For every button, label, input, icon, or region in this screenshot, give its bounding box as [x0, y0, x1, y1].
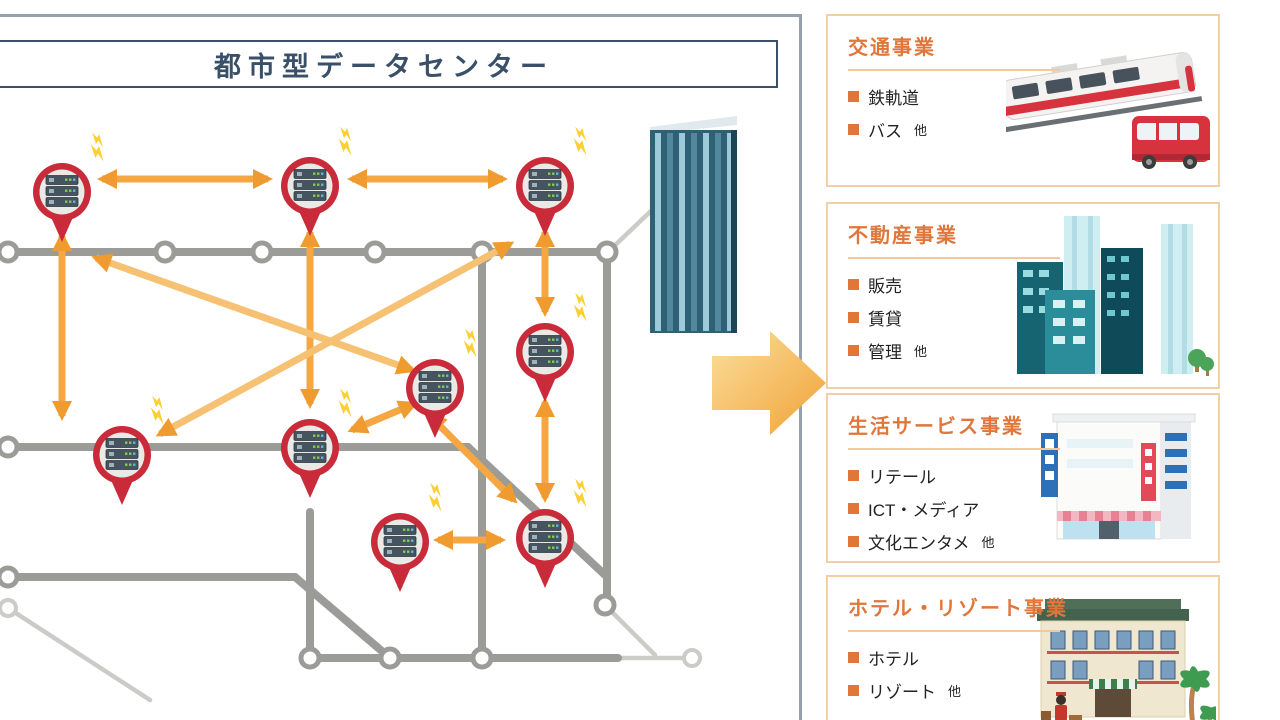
bullet-icon [848, 536, 859, 547]
link-arrows [52, 169, 555, 550]
skyscraper-icon [650, 116, 737, 333]
flow-arrow-icon [712, 331, 826, 435]
title-underline [848, 448, 1060, 450]
card-list: 販売 賃貸 管理 他 [848, 272, 1218, 363]
list-item: 賃貸 [848, 305, 1218, 330]
datacenter-server-pin [33, 163, 91, 242]
item-label: ホテル [868, 650, 919, 669]
item-note: 他 [914, 123, 928, 138]
list-item: リゾート 他 [848, 678, 1218, 703]
datacenter-pins [33, 157, 574, 592]
train-bus-illustration [1006, 52, 1210, 169]
title-underline [848, 257, 1060, 259]
card-hotel: ホテル・リゾート事業 ホテル リゾート 他 [826, 575, 1220, 720]
item-label: 販売 [868, 277, 902, 296]
bullet-icon [848, 312, 859, 323]
list-item: 鉄軌道 [848, 84, 1218, 109]
card-title: 不動産事業 [848, 225, 958, 247]
item-label: 鉄軌道 [868, 89, 919, 108]
panel-title-box: 都市型データセンター [0, 40, 778, 88]
item-label: 賃貸 [868, 310, 902, 329]
card-title: 生活サービス事業 [848, 416, 1024, 438]
list-item: 文化エンタメ 他 [848, 529, 1218, 554]
card-lifeservice: 生活サービス事業 リテール ICT・メディア 文化エンタメ 他 [826, 393, 1220, 563]
list-item: ICT・メディア [848, 496, 1218, 521]
bus-icon [1132, 116, 1210, 169]
title-underline [848, 69, 1060, 71]
bullet-icon [848, 685, 859, 696]
card-transport: 交通事業 鉄軌道 バス 他 [826, 14, 1220, 187]
bullet-icon [848, 279, 859, 290]
datacenter-server-pin [516, 157, 574, 236]
list-item: ホテル [848, 645, 1218, 670]
list-item: 販売 [848, 272, 1218, 297]
item-note: 他 [948, 684, 962, 699]
datacenter-server-pin [516, 509, 574, 588]
card-list: ホテル リゾート 他 [848, 645, 1218, 703]
card-list: リテール ICT・メディア 文化エンタメ 他 [848, 463, 1218, 554]
rail-lines-light [5, 147, 703, 703]
datacenter-server-pin [281, 157, 339, 236]
panel-title: 都市型データセンター [214, 51, 554, 82]
buildings-illustration [1017, 216, 1214, 376]
bullet-icon [848, 652, 859, 663]
bullet-icon [848, 124, 859, 135]
card-list: 鉄軌道 バス 他 [848, 84, 1218, 142]
item-label: リテール [868, 468, 936, 487]
datacenter-server-pin [516, 323, 574, 402]
bullet-icon [848, 503, 859, 514]
datacenter-server-pin [281, 419, 339, 498]
list-item: リテール [848, 463, 1218, 488]
item-label: 文化エンタメ [868, 534, 970, 553]
bullet-icon [848, 470, 859, 481]
datacenter-server-pin [93, 426, 151, 505]
palm-tree-icon [1180, 666, 1216, 720]
item-label: 管理 [868, 343, 902, 362]
title-underline [848, 630, 1060, 632]
card-title: 交通事業 [848, 37, 936, 59]
item-note: 他 [981, 535, 995, 550]
item-label: バス [868, 122, 902, 141]
hotel-resort-illustration [1037, 599, 1216, 720]
bellhop-icon [1041, 692, 1082, 720]
item-label: ICT・メディア [868, 501, 980, 520]
card-realestate: 不動産事業 販売 賃貸 管理 他 [826, 202, 1220, 389]
item-label: リゾート [868, 683, 936, 702]
list-item: バス 他 [848, 117, 1218, 142]
bullet-icon [848, 345, 859, 356]
datacenter-server-pin [406, 359, 464, 438]
card-title: ホテル・リゾート事業 [848, 598, 1068, 620]
bullet-icon [848, 91, 859, 102]
item-note: 他 [914, 344, 928, 359]
datacenter-server-pin [371, 513, 429, 592]
list-item: 管理 他 [848, 338, 1218, 363]
rail-lines [4, 248, 622, 662]
